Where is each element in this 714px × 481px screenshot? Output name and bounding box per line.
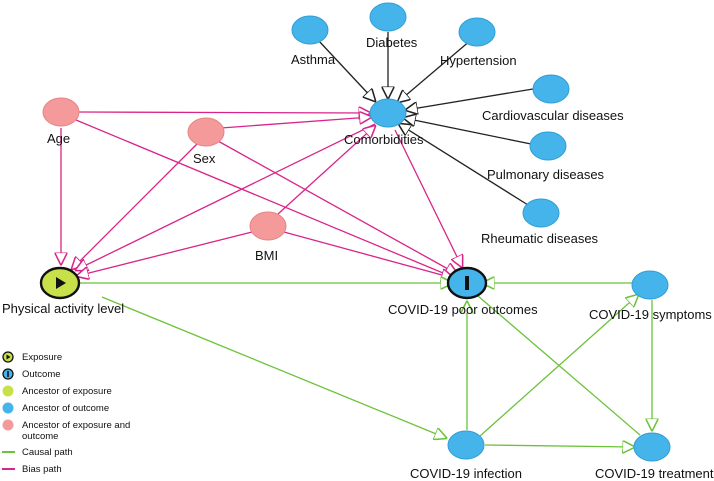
edge-outcomes-treatment xyxy=(477,295,641,436)
nodes xyxy=(39,2,671,462)
edge-asthma-comorbidities xyxy=(317,39,375,101)
node-comorbidities xyxy=(369,98,407,128)
edge-bmi-outcomes xyxy=(283,231,453,278)
legend-item-bias: Bias path xyxy=(2,464,62,475)
label-age: Age xyxy=(47,131,70,146)
edge-rheumatic-comorbidities xyxy=(399,124,529,206)
legend-label-causal: Causal path xyxy=(22,447,73,458)
label-pulmonary: Pulmonary diseases xyxy=(487,167,605,182)
label-sex: Sex xyxy=(193,151,216,166)
node-diabetes xyxy=(369,2,407,32)
label-rheumatic: Rheumatic diseases xyxy=(481,231,599,246)
legend-item-ancestor-exposure: Ancestor of exposure xyxy=(2,385,112,397)
node-rheumatic xyxy=(522,198,560,228)
node-symptoms xyxy=(631,270,669,300)
edge-comorbidities-physical-activity xyxy=(76,123,376,270)
label-outcomes: COVID-19 poor outcomes xyxy=(388,302,538,317)
edge-age-comorbidities xyxy=(78,112,370,113)
node-sex xyxy=(187,117,225,147)
node-cardiovascular xyxy=(532,74,570,104)
edge-cardiovascular-comorbidities xyxy=(406,88,534,110)
play-icon xyxy=(56,277,66,289)
label-comorbidities: Comorbidities xyxy=(344,132,424,147)
legend-item-ancestor-outcome: Ancestor of outcome xyxy=(2,402,109,414)
edge-comorbidities-outcomes xyxy=(394,129,462,267)
legend-label-exposure: Exposure xyxy=(22,352,62,363)
edge-age-outcomes xyxy=(75,119,455,278)
label-treatment: COVID-19 treatment xyxy=(595,466,714,481)
label-cardiovascular: Cardiovascular diseases xyxy=(482,108,624,123)
edge-bmi-physical-activity xyxy=(77,231,253,276)
edge-sex-physical-activity xyxy=(72,142,199,269)
node-pulmonary xyxy=(529,131,567,161)
node-treatment xyxy=(633,432,671,462)
label-bmi: BMI xyxy=(255,248,278,263)
node-infection xyxy=(447,430,485,460)
label-hypertension: Hypertension xyxy=(440,53,517,68)
outcome-bar-icon xyxy=(465,276,469,290)
play-icon xyxy=(6,354,11,360)
edge-hypertension-comorbidities xyxy=(398,39,472,102)
node-age xyxy=(42,97,80,127)
label-symptoms: COVID-19 symptoms xyxy=(589,307,712,322)
edges xyxy=(61,32,652,447)
edge-pulmonary-comorbidities xyxy=(404,118,532,145)
legend-item-exposure: Exposure xyxy=(2,351,62,363)
legend-label-ancestor-both-line2: outcome xyxy=(22,431,58,442)
legend-item-ancestor-both: Ancestor of exposure and outcome xyxy=(2,419,130,442)
legend-label-ancestor-outcome: Ancestor of outcome xyxy=(22,403,109,414)
label-asthma: Asthma xyxy=(291,52,336,67)
edge-physical-activity-infection xyxy=(101,296,446,438)
label-infection: COVID-19 infection xyxy=(410,466,522,481)
legend-label-ancestor-exposure: Ancestor of exposure xyxy=(22,386,112,397)
edge-bmi-comorbidities xyxy=(277,126,375,215)
node-bmi xyxy=(249,211,287,241)
node-asthma xyxy=(291,15,329,45)
edge-sex-outcomes xyxy=(217,140,457,274)
legend-label-outcome: Outcome xyxy=(22,369,61,380)
node-hypertension xyxy=(458,17,496,47)
legend: Exposure Outcome Ancestor of exposure An… xyxy=(2,351,130,475)
legend-label-bias: Bias path xyxy=(22,464,62,475)
legend-item-causal: Causal path xyxy=(2,447,73,458)
edge-infection-treatment xyxy=(484,445,634,447)
edge-sex-comorbidities xyxy=(220,117,371,129)
label-diabetes: Diabetes xyxy=(366,35,418,50)
outcome-bar-icon xyxy=(7,371,9,377)
node-labels: Asthma Diabetes Hypertension Cardiovascu… xyxy=(2,35,714,481)
legend-item-outcome: Outcome xyxy=(2,368,61,380)
legend-label-ancestor-both: Ancestor of exposure and xyxy=(22,420,130,431)
label-physical-activity: Physical activity level xyxy=(2,301,124,316)
